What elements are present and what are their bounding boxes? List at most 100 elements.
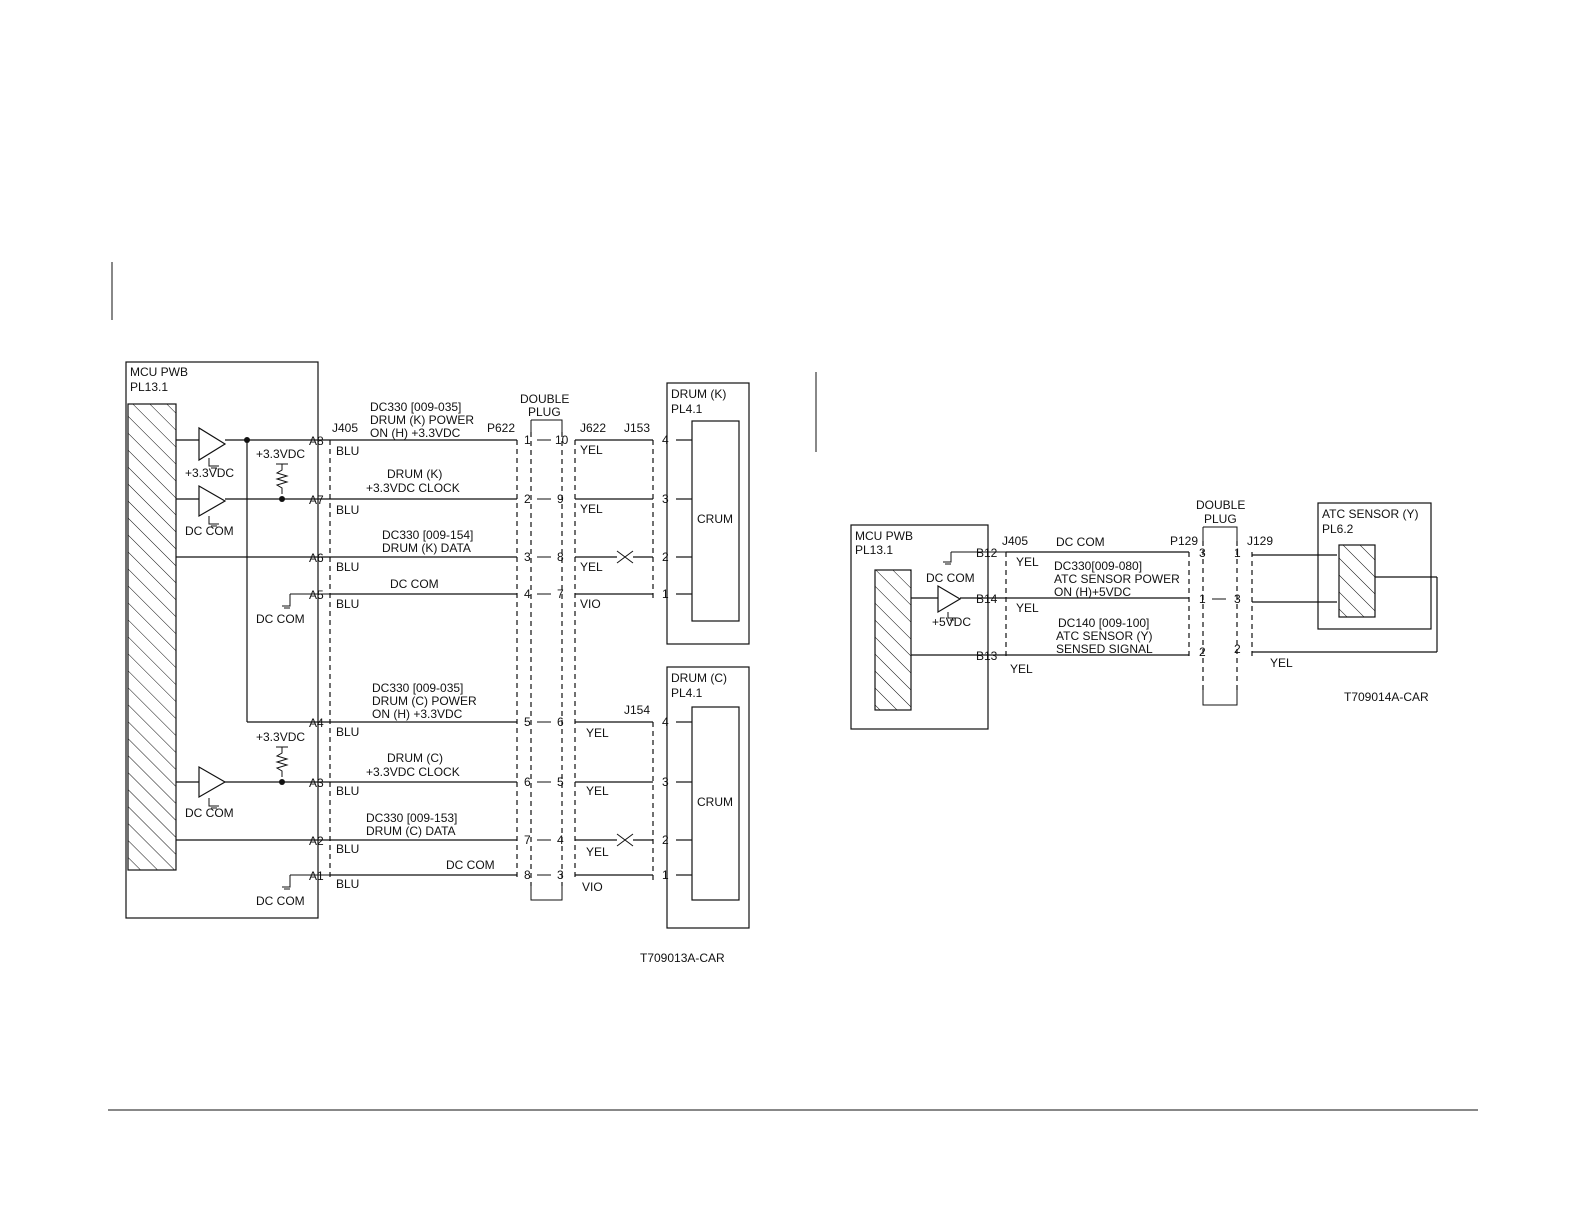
- svg-text:2: 2: [524, 492, 531, 506]
- pin-b13: B13: [976, 649, 998, 663]
- signal-b14-line3: ON (H)+5VDC: [1054, 585, 1131, 599]
- svg-text:4: 4: [662, 433, 669, 447]
- svg-text:4: 4: [557, 833, 564, 847]
- svg-text:3: 3: [662, 492, 669, 506]
- left-diagram: MCU PWB PL13.1 +3.3VDC +3.3VDC DC COM DC…: [125, 361, 750, 965]
- signal-a4-line3: ON (H) +3.3VDC: [372, 707, 463, 721]
- resistor-a3-icon: [275, 746, 289, 777]
- mcu-pwb-pl-right: PL13.1: [855, 543, 893, 557]
- svg-text:1: 1: [662, 868, 669, 882]
- wire-color-b12: YEL: [1016, 555, 1039, 569]
- svg-text:7: 7: [557, 587, 564, 601]
- j153-label: J153: [624, 421, 650, 435]
- buffer-a7-icon: [198, 484, 227, 518]
- svg-text:1: 1: [524, 433, 531, 447]
- double-plug-left-label2: PLUG: [528, 405, 561, 419]
- signal-a8-line2: DRUM (K) POWER: [370, 413, 474, 427]
- wire-color-c3: YEL: [586, 784, 609, 798]
- right-figure-ref: T709014A-CAR: [1344, 690, 1429, 704]
- j405-label-left: J405: [332, 421, 358, 435]
- p622-label: P622: [487, 421, 515, 435]
- signal-a6-line1: DC330 [009-154]: [382, 528, 473, 542]
- j405-label-right: J405: [1002, 534, 1028, 548]
- driver-a7-ground: DC COM: [185, 524, 234, 538]
- svg-text:7: 7: [524, 833, 531, 847]
- pin-a1: A1: [309, 869, 324, 883]
- wire-color-a3: BLU: [336, 784, 359, 798]
- signal-a8-line1: DC330 [009-035]: [370, 400, 461, 414]
- wire-color-b13: YEL: [1010, 662, 1033, 676]
- pin-a4: A4: [309, 716, 324, 730]
- signal-a7-line2: +3.3VDC CLOCK: [366, 481, 460, 495]
- b12-ground-label: DC COM: [926, 571, 975, 585]
- atc-sensor-box: [1317, 502, 1432, 630]
- mcu-pwb-box-left: [125, 361, 319, 919]
- svg-text:3: 3: [524, 550, 531, 564]
- svg-text:6: 6: [524, 775, 531, 789]
- twisted-pair-c-icon: [616, 833, 634, 847]
- drum-c-pl: PL4.1: [671, 686, 703, 700]
- wire-color-k3: YEL: [580, 502, 603, 516]
- svg-text:3: 3: [1199, 546, 1206, 560]
- svg-text:2: 2: [1234, 642, 1241, 656]
- mcu-pwb-title-right: MCU PWB: [855, 529, 913, 543]
- j154-label: J154: [624, 703, 650, 717]
- wire-color-j129-2: YEL: [1270, 656, 1293, 670]
- drum-k-pl: PL4.1: [671, 402, 703, 416]
- drum-c-title: DRUM (C): [671, 671, 727, 685]
- wire-color-a6: BLU: [336, 560, 359, 574]
- right-diagram: MCU PWB PL13.1 DC COM +5VDC B12 B14 B13 …: [850, 498, 1438, 730]
- wire-color-c1: VIO: [582, 880, 603, 894]
- mcu-pwb-box-right: [850, 524, 989, 730]
- signal-a4-line2: DRUM (C) POWER: [372, 694, 477, 708]
- wire-color-a4: BLU: [336, 725, 359, 739]
- pin-b14: B14: [976, 592, 998, 606]
- pin-a8: A8: [309, 434, 324, 448]
- driver-a8-supply: +3.3VDC: [185, 466, 234, 480]
- atc-sensor-title: ATC SENSOR (Y): [1322, 507, 1418, 521]
- svg-text:2: 2: [662, 833, 669, 847]
- j129-label: J129: [1247, 534, 1273, 548]
- signal-a6-line2: DRUM (K) DATA: [382, 541, 471, 555]
- drum-c-crum-label: CRUM: [697, 795, 733, 809]
- mcu-pwb-title-left: MCU PWB: [130, 365, 188, 379]
- drum-k-box: [666, 382, 750, 645]
- wire-color-k1: VIO: [580, 597, 601, 611]
- svg-text:8: 8: [557, 550, 564, 564]
- drum-c-pins: 4 3 2 1: [662, 715, 692, 882]
- signal-b14-line1: DC330[009-080]: [1054, 559, 1142, 573]
- signal-a2-line1: DC330 [009-153]: [366, 811, 457, 825]
- atc-sensor-pl: PL6.2: [1322, 522, 1354, 536]
- wire-color-c2: YEL: [586, 845, 609, 859]
- svg-text:6: 6: [557, 715, 564, 729]
- mcu-pwb-pl-left: PL13.1: [130, 380, 168, 394]
- signal-a2-line2: DRUM (C) DATA: [366, 824, 456, 838]
- signal-a5: DC COM: [390, 577, 439, 591]
- p129-label: P129: [1170, 534, 1198, 548]
- resistor-a7-icon: [275, 463, 289, 494]
- svg-text:4: 4: [524, 587, 531, 601]
- b14-supply-label: +5VDC: [932, 615, 971, 629]
- driver-a3-ground: DC COM: [185, 806, 234, 820]
- wire-color-k2: YEL: [580, 560, 603, 574]
- pin-a5: A5: [309, 588, 324, 602]
- j622-label: J622: [580, 421, 606, 435]
- svg-text:5: 5: [524, 715, 531, 729]
- signal-b14-line2: ATC SENSOR POWER: [1054, 572, 1180, 586]
- signal-a3-line1: DRUM (C): [387, 751, 443, 765]
- buffer-b14-icon: [937, 584, 962, 614]
- pwb-circuit-hatch-left: [127, 403, 177, 871]
- svg-text:10: 10: [555, 433, 569, 447]
- signal-b13-line1: DC140 [009-100]: [1058, 616, 1149, 630]
- drum-c-crum-box: [691, 706, 740, 901]
- svg-text:8: 8: [524, 868, 531, 882]
- svg-text:1: 1: [1234, 546, 1241, 560]
- pin-a7: A7: [309, 493, 324, 507]
- buffer-a3-icon: [198, 765, 227, 799]
- wire-color-a2: BLU: [336, 842, 359, 856]
- double-plug-right-label2: PLUG: [1204, 512, 1237, 526]
- signal-a1: DC COM: [446, 858, 495, 872]
- buffer-a8-icon: [198, 426, 227, 462]
